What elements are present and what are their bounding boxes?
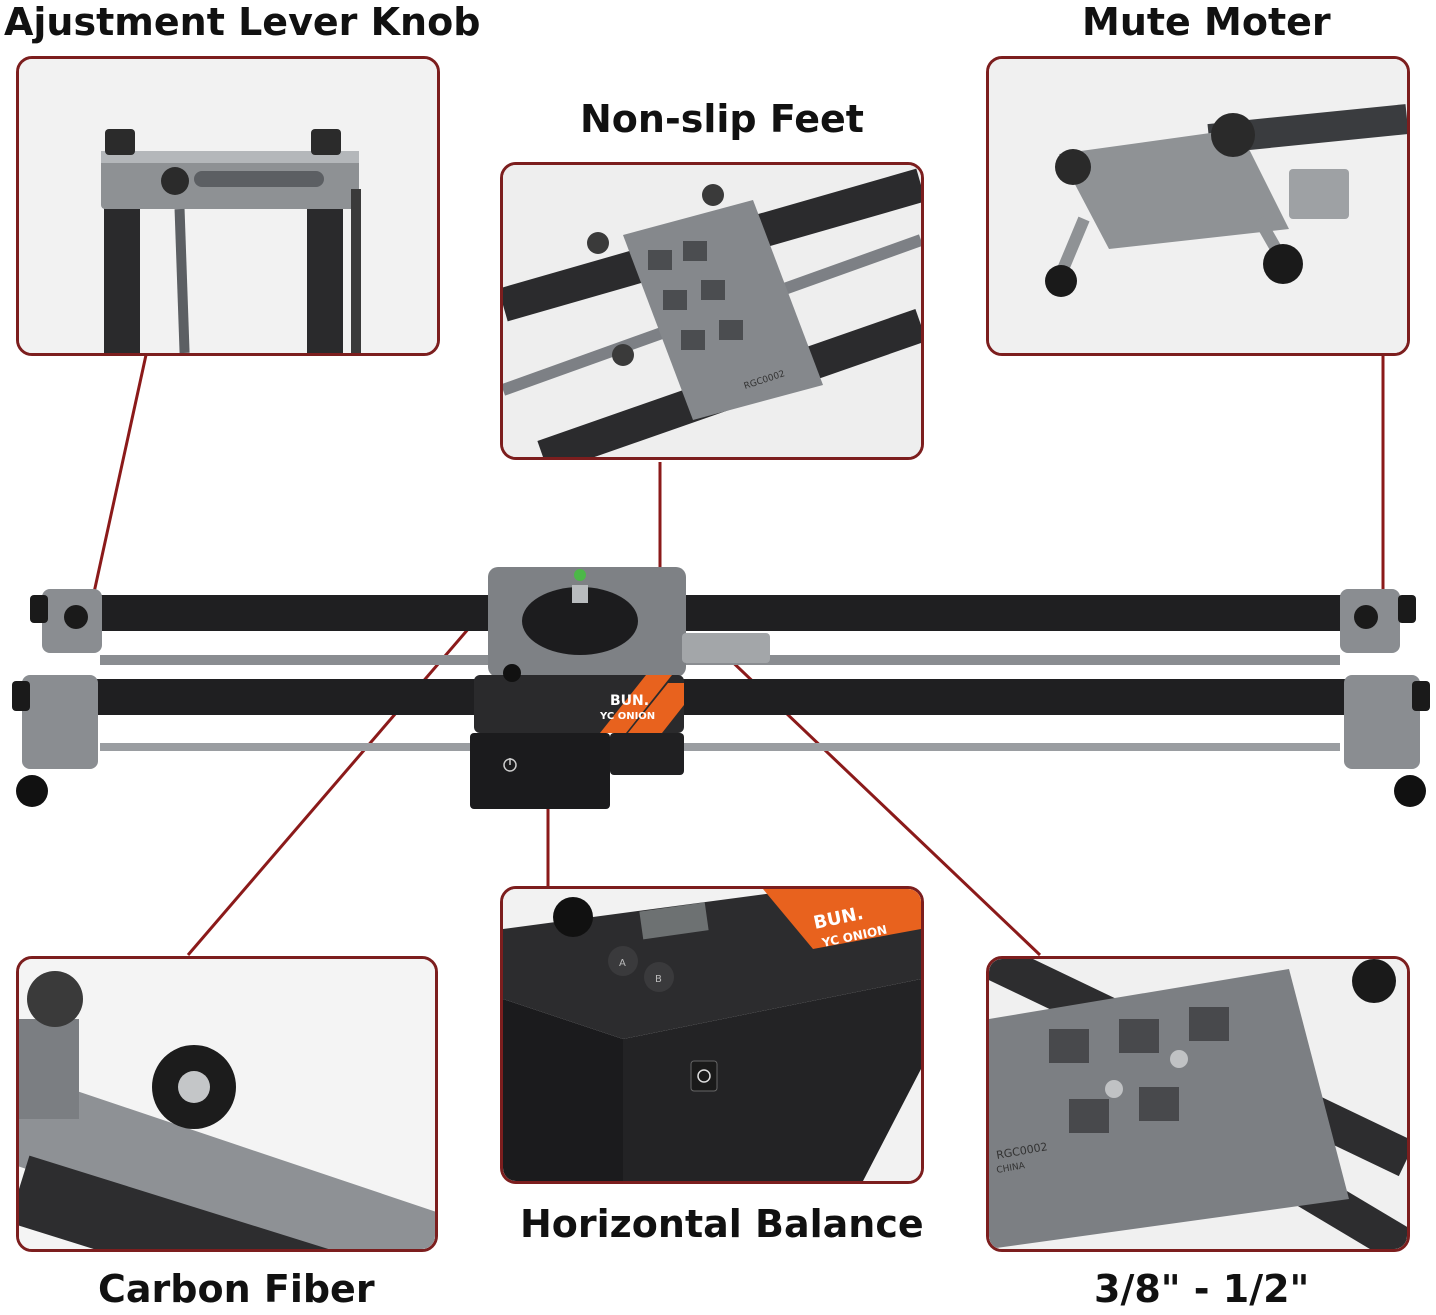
panel-non-slip-feet: RGC0002 [500, 162, 924, 460]
label-thread-size: 3/8" - 1/2" [1094, 1267, 1310, 1311]
camera-slider: BUN. YC ONION [0, 555, 1436, 815]
panel-adjustment-knob [16, 56, 440, 356]
brand-logo-text: BUN. [610, 693, 649, 709]
motor-control-box: BUN. YC ONION [470, 664, 684, 809]
knob-closeup-image [19, 59, 437, 353]
plate-closeup-image: RGC0002 [503, 165, 921, 457]
carbon-closeup-image [19, 959, 435, 1249]
right-end-bracket [1340, 589, 1430, 807]
panel-thread-size: RGC0002 CHINA [986, 956, 1410, 1252]
thread-closeup-image: RGC0002 CHINA [989, 959, 1407, 1249]
panel-mute-motor [986, 56, 1410, 356]
label-mute-motor: Mute Moter [1082, 0, 1331, 44]
left-end-bracket [12, 589, 102, 807]
button-a-label: A [619, 958, 626, 969]
label-carbon-fiber: Carbon Fiber [98, 1267, 375, 1311]
motor-closeup-image [989, 59, 1407, 353]
panel-carbon-fiber [16, 956, 438, 1252]
label-non-slip-feet: Non-slip Feet [580, 97, 864, 141]
power-button-icon [697, 1069, 711, 1083]
label-adjustment-knob: Ajustment Lever Knob [4, 0, 481, 44]
carriage-plate [488, 567, 770, 677]
brand-name-text: YC ONION [599, 711, 655, 722]
carbon-rail-top [90, 595, 1350, 631]
label-horizontal-balance: Horizontal Balance [520, 1202, 924, 1246]
steel-rod-lower [100, 743, 1340, 751]
carbon-rail-bottom [90, 679, 1350, 715]
panel-horizontal-balance: BUN. YC ONION A B [500, 886, 924, 1184]
button-b-label: B [655, 974, 662, 985]
controller-closeup-image: BUN. YC ONION A B [503, 889, 921, 1181]
